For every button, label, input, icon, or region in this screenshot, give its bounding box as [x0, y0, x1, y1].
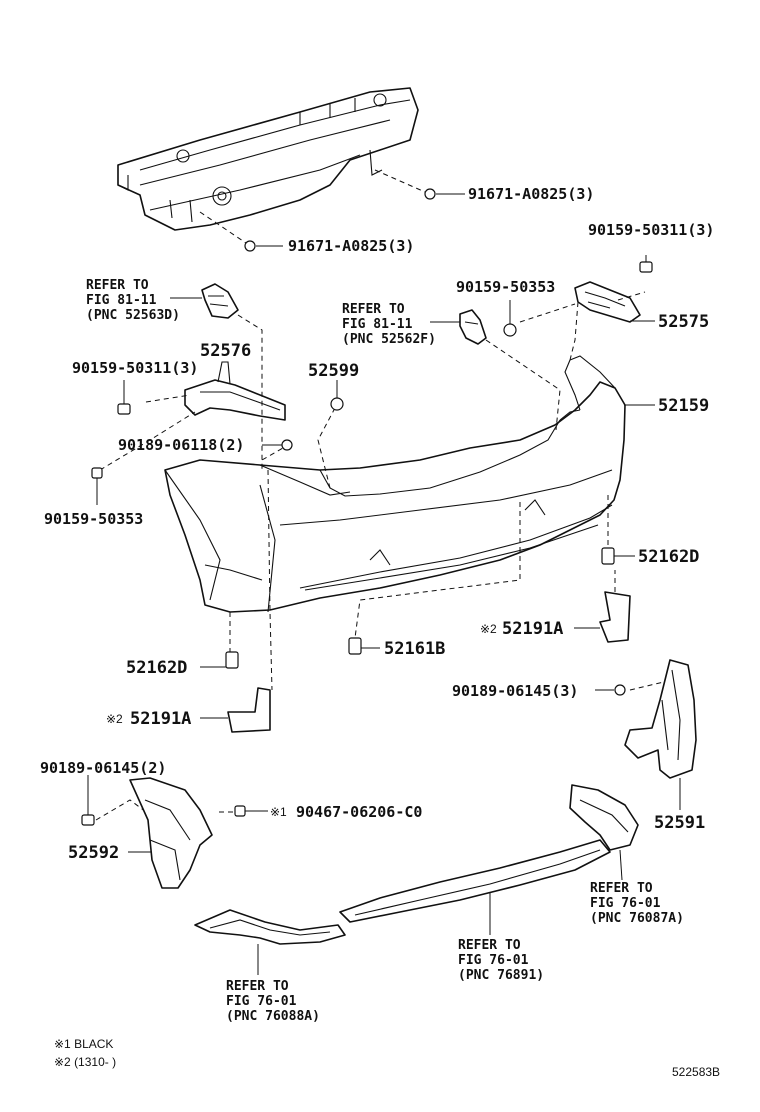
part-number-52191a-right: 52191A	[502, 619, 563, 639]
part-number-52162d-left: 52162D	[126, 658, 187, 678]
reference-52563d: REFER TO FIG 81-11 (PNC 52563D)	[86, 278, 180, 323]
clip-52161b-icon	[348, 637, 380, 655]
legend-note-2: ※2 (1310- )	[54, 1055, 116, 1069]
bolt-91671-a-icon	[374, 169, 465, 200]
figure-id: 522583B	[672, 1065, 720, 1079]
part-number-52162d-right: 52162D	[638, 547, 699, 567]
reference-76087a: REFER TO FIG 76-01 (PNC 76087A)	[590, 881, 684, 926]
svg-text:REFER TO: REFER TO	[342, 302, 405, 317]
part-number-52191a-left: 52191A	[130, 709, 191, 729]
reference-52562f: REFER TO FIG 81-11 (PNC 52562F)	[342, 302, 460, 347]
reference-76088a: REFER TO FIG 76-01 (PNC 76088A)	[226, 979, 320, 1024]
part-number-90159-50353-right: 90159-50353	[456, 278, 555, 296]
legend-note-1: ※1 BLACK	[54, 1037, 113, 1051]
mudguard-52191a-left	[200, 687, 271, 733]
note-mark-1: ※1	[270, 805, 287, 819]
part-number-52592: 52592	[68, 843, 119, 863]
rear-bumper-cover-52159	[164, 355, 626, 613]
mudguard-52191a-right	[574, 591, 631, 643]
svg-text:REFER TO: REFER TO	[86, 278, 149, 293]
part-number-90159-50311-right: 90159-50311(3)	[588, 221, 714, 239]
part-number-90189-06118: 90189-06118(2)	[118, 436, 244, 454]
clip-52162d-left-icon	[200, 651, 239, 669]
rear-body-panel	[117, 87, 419, 231]
bracket-52575	[574, 281, 655, 323]
part-number-52599: 52599	[308, 361, 359, 381]
part-number-90189-06145-right: 90189-06145(3)	[452, 682, 578, 700]
part-number-52159: 52159	[658, 396, 709, 416]
svg-text:(PNC 76891): (PNC 76891)	[458, 968, 544, 983]
note-mark-2-left: ※2	[106, 712, 123, 726]
part-number-52591: 52591	[654, 813, 705, 833]
svg-text:FIG 76-01: FIG 76-01	[458, 953, 529, 968]
clip-52162d-right-icon	[601, 547, 635, 565]
part-number-90467: 90467-06206-C0	[296, 803, 422, 821]
screw-90159-50353-right-icon	[503, 300, 517, 337]
part-number-91671-a: 91671-A0825(3)	[468, 185, 594, 203]
part-number-52575: 52575	[658, 312, 709, 332]
svg-text:REFER TO: REFER TO	[458, 938, 521, 953]
lower-cover-76087a	[569, 784, 639, 881]
assembly-lines	[95, 291, 673, 821]
side-retainer-52591	[624, 659, 697, 810]
part-number-91671-b: 91671-A0825(3)	[288, 237, 414, 255]
screw-90159-50353-left-icon	[91, 467, 103, 505]
bolt-91671-b-icon	[199, 211, 283, 252]
svg-text:(PNC 76087A): (PNC 76087A)	[590, 911, 684, 926]
lower-cover-76891	[339, 839, 611, 935]
part-number-52161b: 52161B	[384, 639, 445, 659]
clip-52599-icon	[330, 380, 344, 411]
lower-cover-76088a	[194, 909, 346, 975]
svg-text:(PNC 52562F): (PNC 52562F)	[342, 332, 436, 347]
svg-text:FIG 81-11: FIG 81-11	[342, 317, 413, 332]
left-upper-retainer	[170, 283, 239, 319]
svg-text:REFER TO: REFER TO	[590, 881, 653, 896]
clip-90159-50311-right-icon	[639, 255, 653, 273]
svg-text:(PNC 52563D): (PNC 52563D)	[86, 308, 180, 323]
right-upper-retainer	[459, 309, 487, 345]
svg-text:FIG 76-01: FIG 76-01	[226, 994, 297, 1009]
part-number-90159-50311-left: 90159-50311(3)	[72, 359, 198, 377]
clip-90189-06145-right-icon	[595, 684, 626, 696]
clip-90159-50311-left-icon	[117, 380, 131, 415]
note-mark-2-right: ※2	[480, 622, 497, 636]
svg-text:(PNC 76088A): (PNC 76088A)	[226, 1009, 320, 1024]
bracket-52576	[184, 361, 286, 421]
clip-90189-06118-icon	[262, 439, 293, 451]
side-retainer-52592	[128, 777, 213, 889]
svg-text:FIG 76-01: FIG 76-01	[590, 896, 661, 911]
reference-76891: REFER TO FIG 76-01 (PNC 76891)	[458, 938, 544, 983]
part-number-90159-50353-left: 90159-50353	[44, 510, 143, 528]
svg-text:FIG 81-11: FIG 81-11	[86, 293, 157, 308]
part-number-90189-06145-left: 90189-06145(2)	[40, 759, 166, 777]
clip-90189-06145-left-icon	[81, 775, 95, 826]
svg-text:REFER TO: REFER TO	[226, 979, 289, 994]
nut-90467-icon	[234, 805, 268, 817]
part-number-52576: 52576	[200, 341, 251, 361]
